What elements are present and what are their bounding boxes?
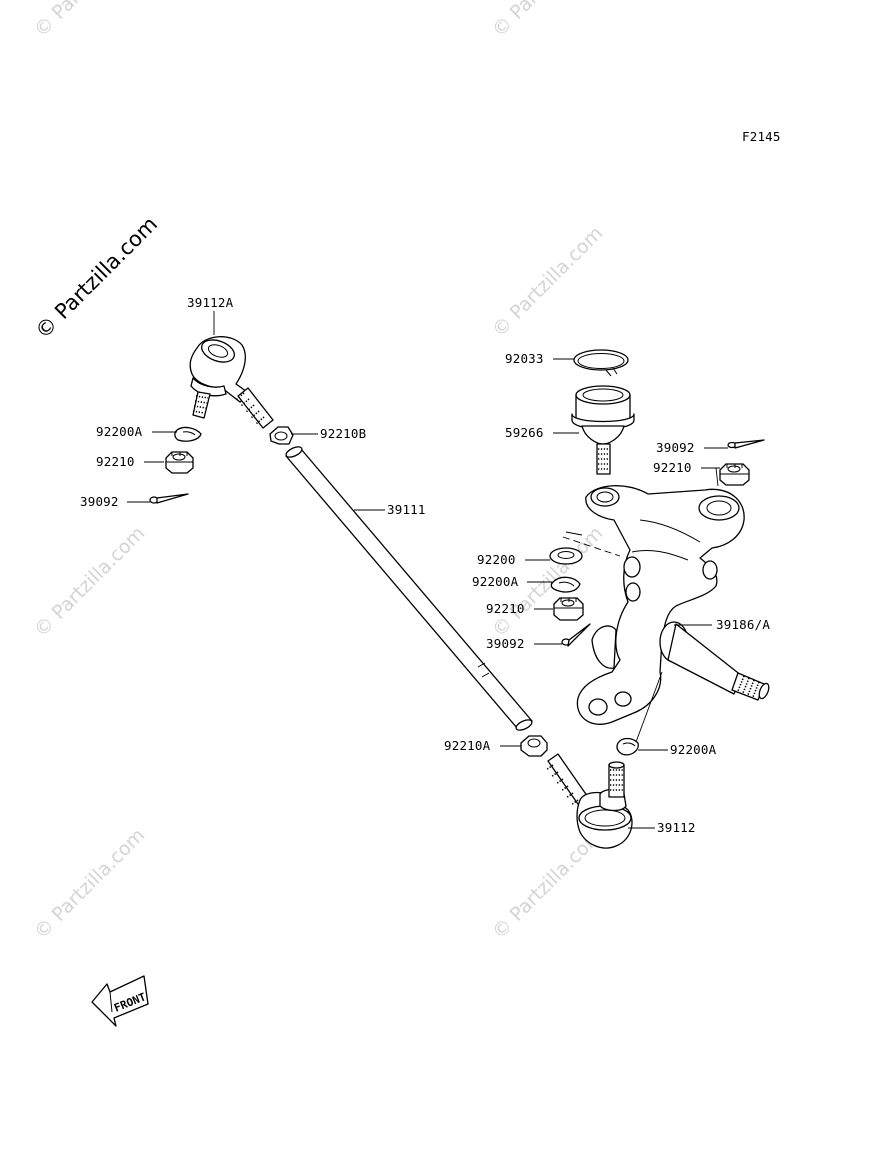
cotter-pin-top-part[interactable]	[727, 439, 765, 449]
cotter-washer-a-bottom-part[interactable]	[616, 737, 639, 756]
callout-39112A[interactable]: 39112A	[187, 295, 234, 310]
front-arrow-icon: FRONT	[91, 975, 149, 1027]
callout-92200A-bottom[interactable]: 92200A	[670, 742, 717, 757]
callout-92200[interactable]: 92200	[477, 552, 516, 567]
castle-nut-mid-part[interactable]	[553, 597, 584, 621]
cotter-washer-a-mid-part[interactable]	[550, 576, 581, 593]
watermark-dark: © Partzilla.com	[31, 212, 163, 344]
callout-92200A-mid[interactable]: 92200A	[472, 574, 519, 589]
cotter-pin-mid-part[interactable]	[561, 623, 591, 647]
callout-39092-left[interactable]: 39092	[80, 494, 119, 509]
castle-nut-left-part[interactable]	[165, 451, 194, 474]
watermark: © Partzilla.com	[30, 824, 149, 943]
callout-39186A[interactable]: 39186/A	[716, 617, 770, 632]
callout-59266[interactable]: 59266	[505, 425, 544, 440]
callout-39111[interactable]: 39111	[387, 502, 426, 517]
castle-nut-top-part[interactable]	[719, 463, 750, 486]
callout-39092-top[interactable]: 39092	[656, 440, 695, 455]
callout-92210A[interactable]: 92210A	[444, 738, 491, 753]
leader-lines	[127, 311, 728, 829]
ball-joint-part[interactable]	[571, 385, 635, 475]
callout-39112[interactable]: 39112	[657, 820, 696, 835]
callout-labels: 39112A 92200A 92210 39092 92210B 39111 9…	[80, 295, 770, 835]
tie-rod-end-part[interactable]	[545, 753, 633, 849]
cotter-washer-a-left-part[interactable]	[174, 426, 202, 442]
washer-part[interactable]	[549, 547, 583, 565]
callout-92210-top[interactable]: 92210	[653, 460, 692, 475]
callout-39092-mid[interactable]: 39092	[486, 636, 525, 651]
tie-rod-part[interactable]	[285, 445, 534, 732]
callout-92200A-left[interactable]: 92200A	[96, 424, 143, 439]
callout-92210-left[interactable]: 92210	[96, 454, 135, 469]
watermark: © Partzilla.com	[30, 0, 149, 42]
callout-92033[interactable]: 92033	[505, 351, 544, 366]
watermark: © Partzilla.com	[488, 0, 607, 42]
tie-rod-end-a-part[interactable]	[189, 336, 274, 429]
knuckle-part[interactable]	[576, 485, 770, 725]
cotter-pin-left-part[interactable]	[149, 493, 189, 504]
watermark: © Partzilla.com	[30, 522, 149, 641]
snap-ring-part[interactable]	[573, 349, 629, 377]
watermark: © Partzilla.com	[488, 222, 607, 341]
callout-92210-mid[interactable]: 92210	[486, 601, 525, 616]
lock-nut-a-part[interactable]	[520, 735, 548, 757]
callout-92210B[interactable]: 92210B	[320, 426, 366, 441]
figure-code: F2145	[742, 129, 781, 144]
lock-nut-b-part[interactable]	[269, 426, 294, 445]
